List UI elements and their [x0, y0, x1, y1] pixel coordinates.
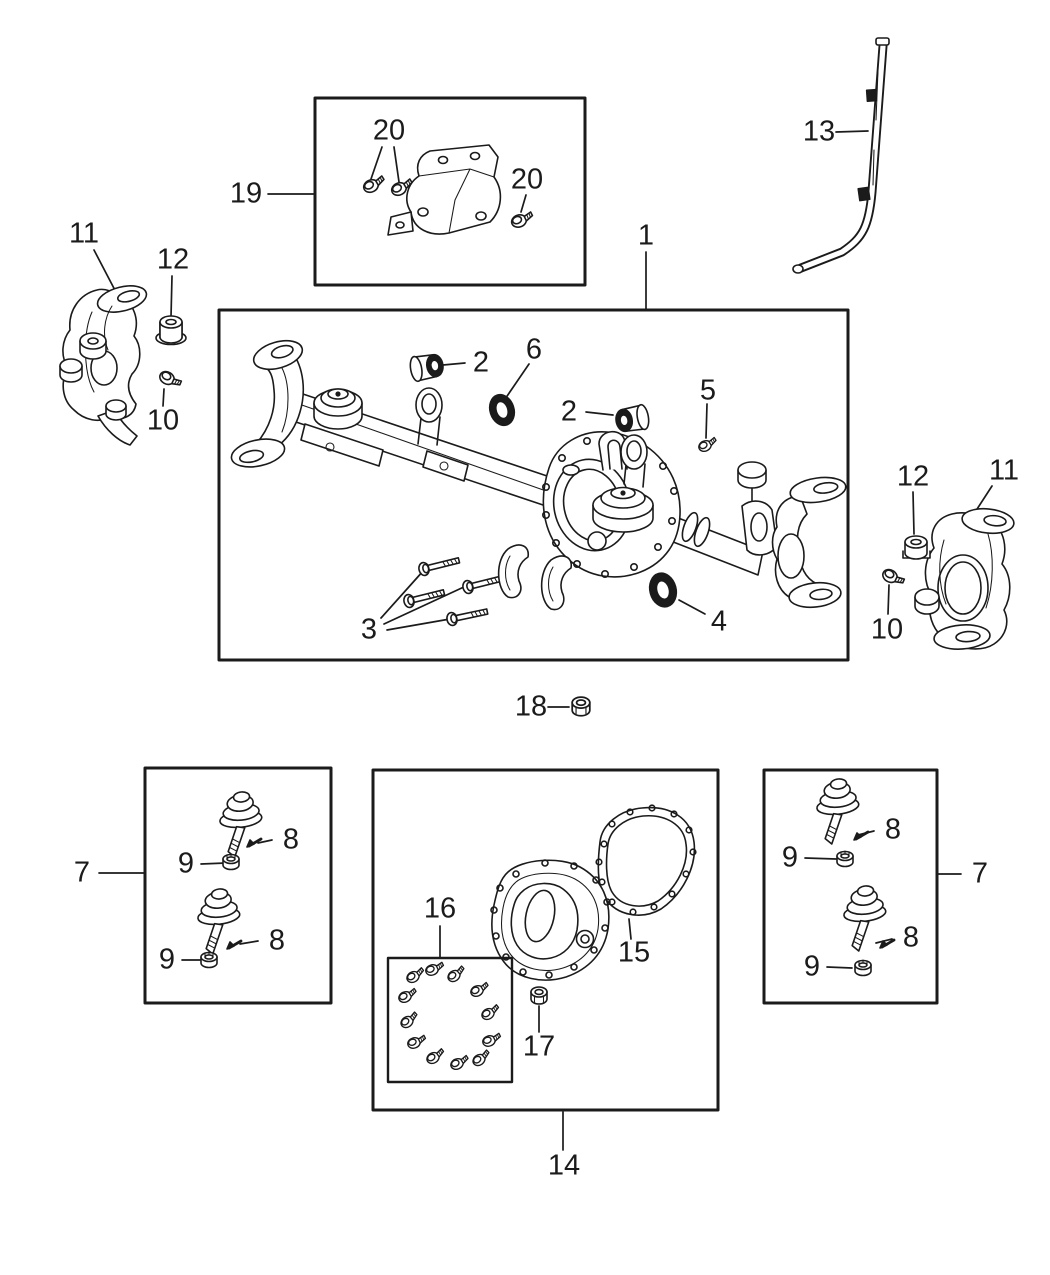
nut-9-left-top	[222, 853, 240, 871]
nut-9-right-bottom	[854, 959, 872, 977]
callout-20-top: 20	[372, 114, 406, 147]
coil-spring-seat-right	[592, 486, 654, 533]
callout-leader-lines	[93, 130, 993, 1151]
callout-9-left-top: 9	[177, 847, 195, 880]
axle-yoke-right	[771, 476, 847, 609]
callout-12-left: 12	[156, 243, 190, 276]
ball-joint-box-right	[762, 768, 939, 1005]
callout-8-right-bottom: 8	[902, 921, 920, 954]
bushing-2-right	[615, 403, 650, 433]
spring-perch-right	[422, 450, 469, 482]
steering-knuckle-right	[914, 507, 1015, 650]
callout-7-left: 7	[73, 856, 91, 889]
pin-8-right-bottom	[878, 938, 896, 950]
nut-18	[571, 696, 591, 717]
axle-seal-4	[645, 569, 681, 611]
bushing-12-left	[155, 315, 187, 346]
nut-17	[530, 986, 548, 1005]
callout-17: 17	[522, 1030, 556, 1063]
diff-gasket	[595, 804, 697, 916]
box-19-outline	[313, 96, 587, 287]
bushing-2-left	[409, 353, 444, 383]
callout-8-left-bottom: 8	[268, 924, 286, 957]
pin-8-left-bottom	[225, 939, 243, 951]
ball-joint-upper-left	[216, 789, 267, 859]
callout-9-left-bottom: 9	[158, 943, 176, 976]
nut-9-right-top	[836, 850, 854, 868]
callout-20-right: 20	[510, 163, 544, 196]
callout-7-right: 7	[971, 857, 989, 890]
pin-8-right-top	[852, 830, 870, 842]
callout-9-right-bottom: 9	[803, 950, 821, 983]
callout-8-left-top: 8	[282, 823, 300, 856]
vent-tube-cap	[875, 37, 890, 46]
callout-18: 18	[514, 690, 548, 723]
callout-10-right: 10	[870, 613, 904, 646]
box-7-left-outline	[143, 766, 333, 1005]
callout-13: 13	[802, 115, 836, 148]
callout-11-right: 11	[988, 454, 1020, 487]
bolts-3	[401, 553, 506, 628]
callout-16: 16	[423, 892, 457, 925]
callout-4: 4	[710, 605, 728, 638]
callout-6: 6	[525, 333, 543, 366]
control-arm-bracket-right	[620, 434, 648, 488]
callout-2a: 2	[472, 346, 490, 379]
inset-box-bracket-kit	[313, 96, 587, 287]
callout-12-right: 12	[896, 460, 930, 493]
bolt-10-right	[879, 566, 907, 590]
diff-cover	[490, 859, 611, 981]
steering-knuckle-left	[59, 285, 148, 446]
callout-19: 19	[229, 177, 263, 210]
callout-14: 14	[547, 1149, 581, 1182]
ball-joint-box-left	[143, 766, 333, 1005]
callout-3: 3	[360, 613, 378, 646]
breather-fitting-5	[696, 435, 720, 454]
callout-5: 5	[699, 374, 717, 407]
cover-bolts-16	[396, 960, 504, 1072]
axle-vent-tube	[792, 37, 890, 274]
nut-9-left-bottom	[200, 951, 218, 969]
cover-kit-box	[371, 768, 720, 1112]
axle-arm-right	[737, 461, 778, 556]
cover-bolt-set-box	[386, 956, 514, 1084]
callout-2b: 2	[560, 395, 578, 428]
spring-perch-left	[300, 423, 384, 467]
control-arm-bracket-left	[415, 387, 443, 446]
axle-assembly-box	[217, 308, 850, 662]
callout-15: 15	[617, 936, 651, 969]
callout-10-left: 10	[146, 404, 180, 437]
knuckle-left-bosses	[59, 332, 127, 421]
coil-spring-seat-left	[313, 388, 363, 430]
axle-seal-6	[485, 390, 519, 430]
box-7-right-outline	[762, 768, 939, 1005]
box-16-outline	[386, 956, 514, 1084]
axle-yoke-left	[230, 339, 305, 468]
callout-1: 1	[637, 219, 655, 252]
bolt-10-left	[156, 368, 184, 392]
callout-11-left: 11	[68, 217, 100, 250]
clamp-wedges	[497, 544, 573, 611]
axle-bracket	[387, 144, 502, 236]
callout-8-right-top: 8	[884, 813, 902, 846]
bushing-12-right	[902, 535, 931, 560]
box-14-outline	[371, 768, 720, 1112]
callout-9-right-top: 9	[781, 841, 799, 874]
box-1-outline	[217, 308, 850, 662]
